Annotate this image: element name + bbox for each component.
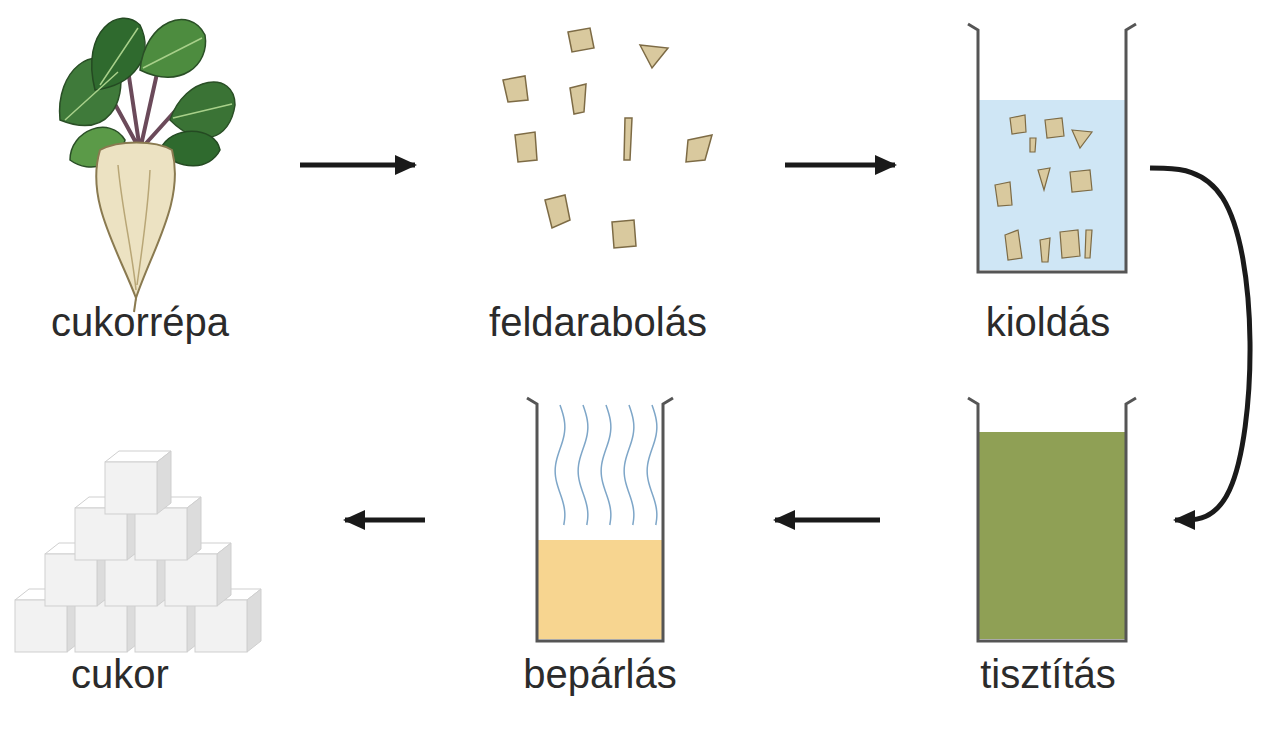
steam-line [647,405,657,525]
beet-pieces-illustration [503,28,712,248]
process-arrow [1150,168,1250,520]
step-label: cukor [71,650,169,698]
process-step: tisztítás [880,385,1175,730]
step-label: cukorrépa [51,298,229,346]
process-step: cukorrépa [10,0,300,360]
sugar-cube [105,451,171,514]
step-label: bepárlás [523,650,676,698]
process-step: feldarabolás [415,0,785,360]
step-label: kioldás [986,298,1111,346]
steam-line [601,405,611,525]
process-arrow [775,518,880,523]
process-arrow [785,163,895,168]
process-step: cukor [5,385,345,730]
process-step: kioldás [895,0,1150,360]
process-step: bepárlás [425,385,775,730]
process-arrow [300,163,415,168]
steam-line [624,405,634,525]
step-label: feldarabolás [489,298,707,346]
steam-line [555,405,565,525]
sugar-beet-illustration [60,18,235,312]
process-arrow [345,518,425,523]
purifying-beaker [968,398,1136,641]
steam-line [578,405,588,525]
dissolving-beaker [968,24,1136,272]
sugar-cubes-illustration [15,451,261,652]
step-label: tisztítás [980,650,1116,698]
evaporating-beaker [527,398,673,641]
